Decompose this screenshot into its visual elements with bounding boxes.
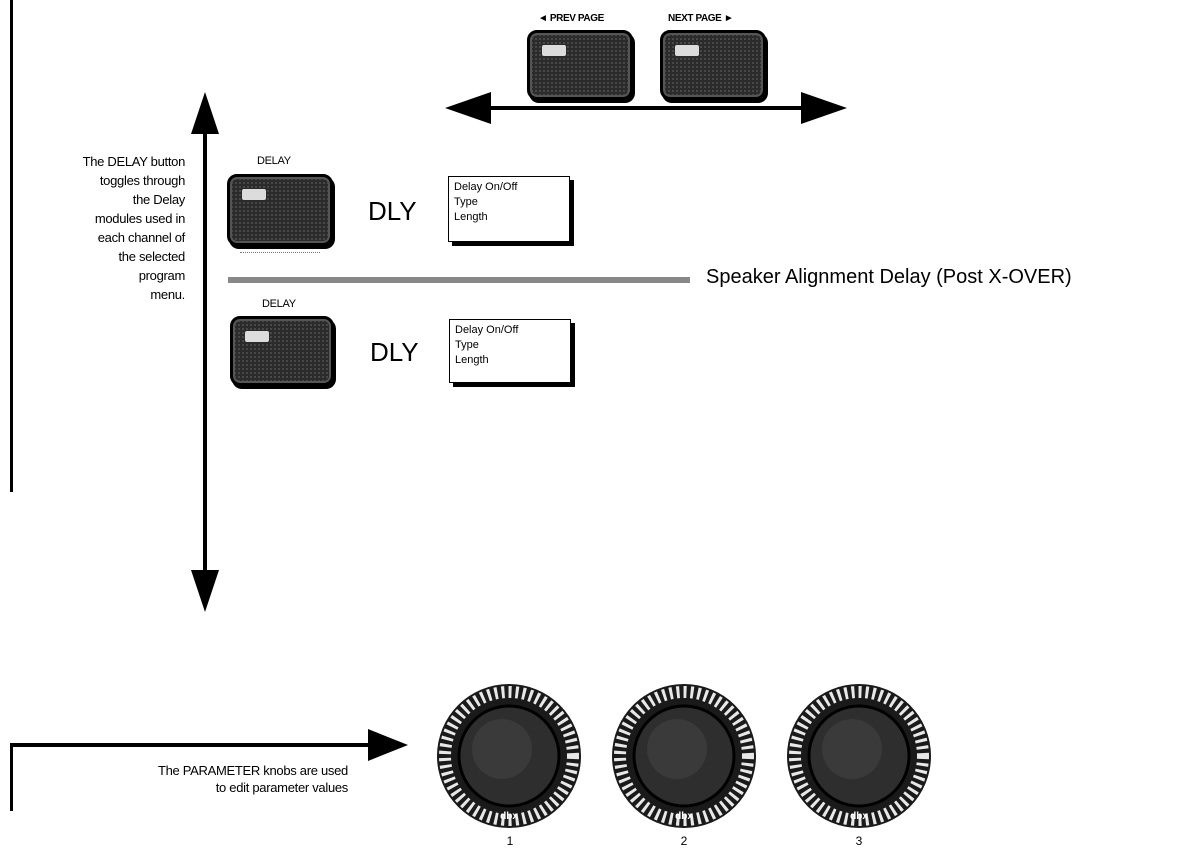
button-led-icon bbox=[245, 331, 269, 342]
menu-item: Delay On/Off bbox=[454, 181, 518, 193]
button-led-icon bbox=[242, 189, 266, 200]
parameter-knob-3[interactable]: dbx bbox=[782, 683, 936, 829]
delay-button-label: DELAY bbox=[257, 155, 291, 167]
knob-number: 3 bbox=[855, 834, 863, 848]
dly-label: DLY bbox=[368, 196, 417, 226]
delay-menu: Delay On/Off Type Length bbox=[449, 319, 571, 383]
vertical-double-arrow-icon bbox=[191, 92, 219, 612]
separator-label: Speaker Alignment Delay (Post X-OVER) bbox=[706, 266, 1072, 288]
parameter-description: The PARAMETER knobs are used to edit par… bbox=[157, 763, 348, 795]
menu-item: Type bbox=[454, 196, 478, 208]
button-led-icon bbox=[542, 45, 566, 56]
knob-number: 2 bbox=[680, 834, 688, 848]
menu-item: Type bbox=[455, 339, 479, 351]
prev-page-button[interactable] bbox=[527, 30, 633, 100]
next-page-label: NEXT PAGE ► bbox=[668, 13, 734, 24]
right-arrow-icon bbox=[10, 729, 408, 761]
delay-button-label: DELAY bbox=[262, 298, 296, 310]
bottom-bracket-line bbox=[10, 743, 13, 811]
knob-logo: dbx bbox=[675, 811, 693, 822]
parameter-knob-2[interactable]: dbx bbox=[607, 683, 761, 829]
dly-label: DLY bbox=[370, 337, 419, 367]
delay-button[interactable] bbox=[230, 316, 334, 386]
delay-menu: Delay On/Off Type Length bbox=[448, 176, 570, 242]
separator-line bbox=[228, 277, 690, 283]
delay-description: The DELAY button toggles through the Del… bbox=[82, 154, 186, 302]
button-underline bbox=[240, 252, 320, 253]
next-page-button[interactable] bbox=[660, 30, 766, 100]
menu-item: Length bbox=[455, 354, 489, 366]
prev-page-label: ◄ PREV PAGE bbox=[538, 13, 604, 24]
delay-button[interactable] bbox=[227, 174, 333, 246]
menu-item: Length bbox=[454, 211, 488, 223]
knob-logo: dbx bbox=[500, 811, 518, 822]
horizontal-double-arrow-icon bbox=[445, 92, 847, 124]
parameter-knob-1[interactable]: dbx bbox=[432, 683, 586, 829]
button-led-icon bbox=[675, 45, 699, 56]
left-bracket-line bbox=[10, 0, 13, 492]
knob-number: 1 bbox=[506, 834, 514, 848]
menu-item: Delay On/Off bbox=[455, 324, 519, 336]
knob-logo: dbx bbox=[850, 811, 868, 822]
